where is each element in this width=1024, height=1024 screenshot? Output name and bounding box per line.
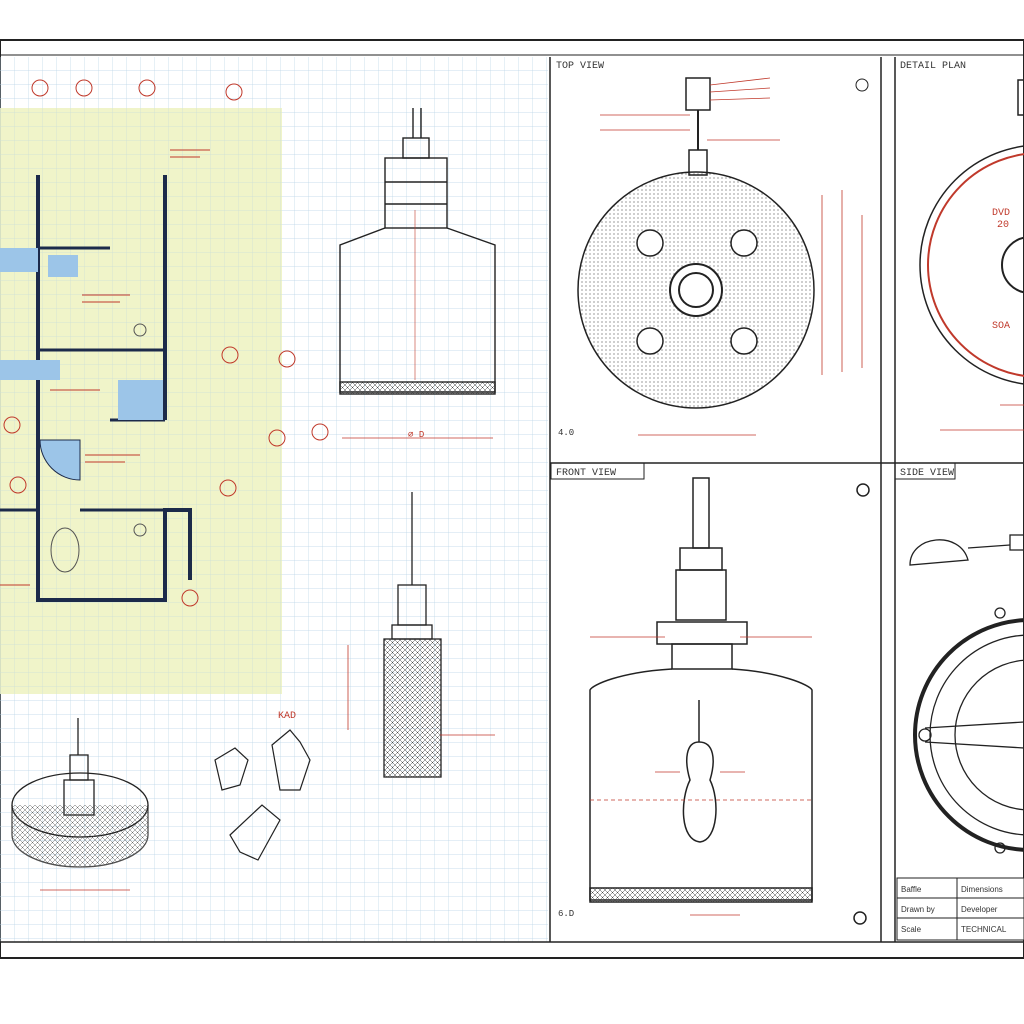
panel-title-front-view: FRONT VIEW — [556, 468, 616, 479]
panel-title-top-view: TOP VIEW — [556, 61, 604, 72]
parts-label: KAD — [278, 711, 296, 722]
hardware-parts — [214, 729, 311, 861]
side-view-title-box — [894, 462, 956, 480]
detail-value: 20 — [997, 220, 1009, 231]
detail-ring — [919, 79, 1024, 431]
panel-title-detail-plan: DETAIL PLAN — [900, 61, 966, 72]
pendant-lamp-large — [339, 108, 496, 439]
top-view-callout: 4.0 — [558, 428, 574, 438]
floor-plan — [0, 79, 329, 694]
detail-label: DVD — [992, 208, 1010, 219]
title-block-row3-val: TECHNICAL — [961, 925, 1007, 934]
title-block-row2-key: Drawn by — [901, 905, 935, 914]
side-view-assembly — [909, 534, 1024, 854]
top-view-disk — [577, 77, 869, 436]
title-block-row1-val: Dimensions — [961, 885, 1003, 894]
outer-frame — [0, 39, 1024, 959]
title-block-row2-val: Developer — [961, 905, 998, 914]
front-view-note: 6.D — [558, 909, 574, 919]
detail-cut: SOA — [992, 321, 1010, 332]
front-view-lamp — [589, 477, 870, 925]
pendant-lamp-slim — [347, 492, 495, 778]
title-block-row1-key: Baffle — [901, 885, 922, 894]
front-view-title-box — [550, 462, 645, 480]
dimension-label-diameter: ⌀ D — [408, 430, 424, 440]
title-block — [896, 877, 1024, 941]
title-block-row3-key: Scale — [901, 925, 922, 934]
panel-title-side-view: SIDE VIEW — [900, 468, 954, 479]
pendant-lamp-squat — [11, 718, 149, 891]
